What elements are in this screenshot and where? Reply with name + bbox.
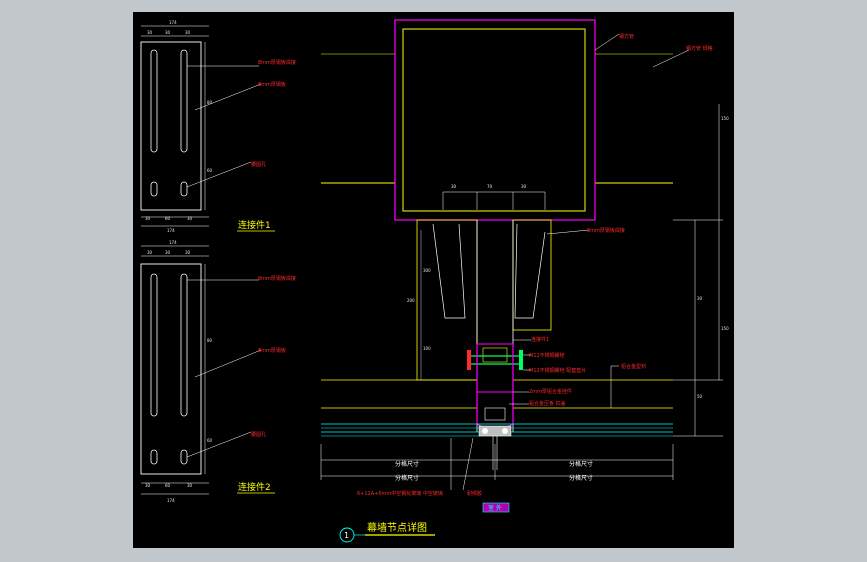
right-vert-dim-2: 150 [721,326,729,331]
part2-bottom-dim-2: 60 [165,483,171,488]
part2-sub-dim-1: 30 [147,250,153,255]
right-vert-dim-3: 30 [697,296,703,301]
part2-top-dim: 174 [169,240,177,245]
span-label-left: 分格尺寸 [395,460,419,468]
part2-bottom-dim-3: 30 [187,483,193,488]
cad-drawing: 174 30 30 30 80 60 30 60 30 174 8mm厚钢板焊接… [140,19,729,543]
part1-note-2: 8mm厚钢板 [258,81,286,88]
beam-dim-2: 70 [487,184,493,189]
main-section-detail: 钢方管 钢方管 规格 30 70 30 300 200 100 8mm厚钢板焊接 [320,19,729,513]
span-label-right-2: 分格尺寸 [569,474,593,482]
span-label-right: 分格尺寸 [569,460,593,468]
connector-part-2: 174 30 30 30 80 60 30 60 30 174 8mm厚钢板焊接… [140,240,296,503]
left-vert-dim-2: 200 [407,298,415,303]
bolt-note-1: M12不锈钢螺栓 [529,352,565,359]
span-label-left-2: 分格尺寸 [395,474,419,482]
exterior-tag-label: 室 外 [488,504,502,512]
part2-sub-dim-3: 30 [185,250,191,255]
part1-sub-dim-1: 30 [147,30,153,35]
right-bracket [512,219,552,331]
profile-note-2: 铝合金压板 扣盖 [529,400,566,407]
part2-note-3: 腰圆孔 [251,431,266,438]
steel-tube-outer [394,19,596,221]
tube-note-1: 钢方管 [619,33,634,40]
connector-part-1: 174 30 30 30 80 60 30 60 30 174 8mm厚钢板焊接… [140,20,296,233]
detail-number: 1 [344,531,349,540]
beam-dim-1: 30 [451,184,457,189]
plate-note: 8mm厚钢板焊接 [587,227,625,234]
sealant-note: 耐候胶 [467,490,482,497]
part1-note-3: 腰圆孔 [251,161,266,168]
part1-bottom-total: 174 [167,228,175,233]
part1-side-dim-2: 60 [207,168,213,173]
exterior-tag [482,502,510,513]
part1-top-dim: 174 [169,20,177,25]
part2-label: 连接件2 [238,481,271,493]
part2-side-dim-2: 60 [207,438,213,443]
pressure-plate [478,425,512,437]
right-vert-dim-4: 50 [697,394,703,399]
cad-drawing-canvas: 174 30 30 30 80 60 30 60 30 174 8mm厚钢板焊接… [133,12,734,548]
tube-note-2: 钢方管 规格 [686,45,713,52]
left-vert-dim-1: 300 [423,268,431,273]
right-note: 铝合金型材 [621,363,646,370]
part1-bottom-dim-2: 60 [165,216,171,221]
drawing-title: 幕墙节点详图 [367,521,427,534]
beam-dim-3: 30 [521,184,527,189]
part2-bottom-total: 174 [167,498,175,503]
connector-note: 连接件1 [531,336,549,343]
right-vert-dim-1: 150 [721,116,729,121]
part1-sub-dim-2: 30 [165,30,171,35]
part2-sub-dim-2: 30 [165,250,171,255]
left-vert-dim-3: 100 [423,346,431,351]
part2-plate [140,263,202,475]
profile-note-1: 2mm厚铝合金挂件 [529,388,572,395]
drawing-title-block: 1 幕墙节点详图 [339,521,435,543]
connector-body [476,343,514,393]
part1-note-1: 8mm厚钢板焊接 [258,59,296,66]
part1-label: 连接件1 [238,219,271,231]
part1-side-dim-1: 80 [207,100,213,105]
bolt-note-2: M12不锈钢螺栓 配套垫片 [529,367,586,374]
part2-note-2: 8mm厚钢板 [258,347,286,354]
part1-plate [140,41,202,211]
part1-bottom-dim-3: 30 [187,216,193,221]
part2-bottom-dim-1: 30 [145,483,151,488]
glass-spec-note: 6+12A+6mm中空钢化玻璃 中空玻璃 [357,490,443,497]
part1-bottom-dim-1: 30 [145,216,151,221]
part2-side-dim-1: 80 [207,338,213,343]
part2-note-1: 8mm厚钢板焊接 [258,275,296,282]
steel-tube-inner [402,28,586,212]
part1-sub-dim-3: 30 [185,30,191,35]
